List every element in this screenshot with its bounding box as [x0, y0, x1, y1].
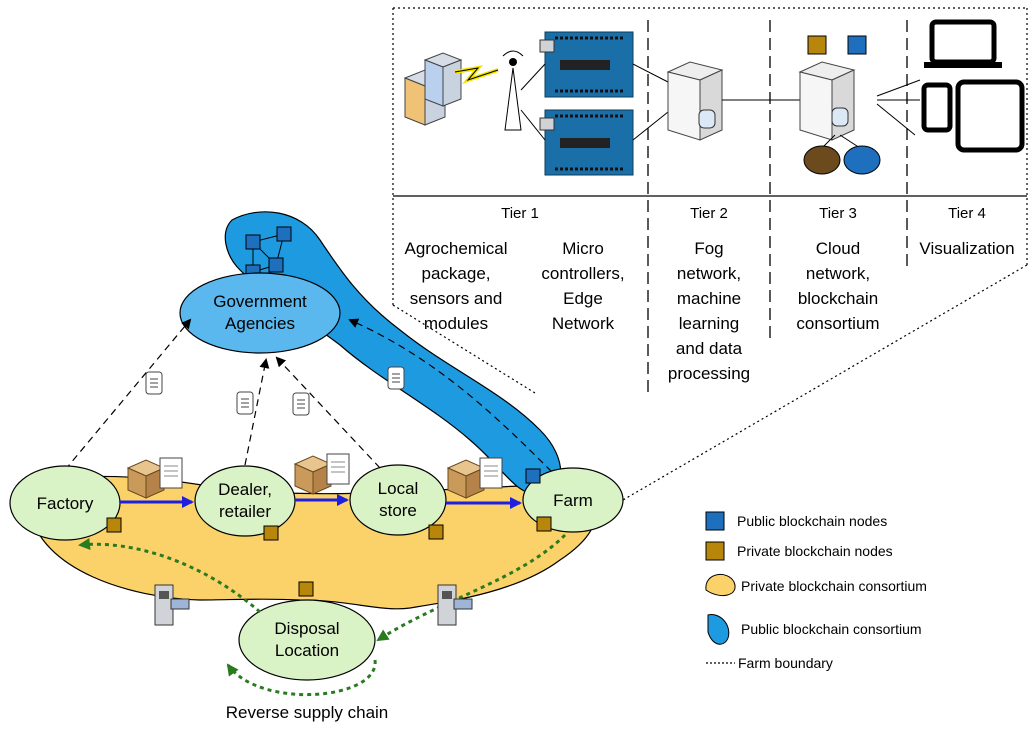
fog-server-icon — [632, 61, 724, 141]
reverse-flow-arrows — [78, 533, 567, 697]
legend-farm-boundary-label: Farm boundary — [738, 655, 833, 671]
tier1-hardware — [403, 31, 634, 176]
scroll-icon — [236, 391, 254, 415]
document-icons — [145, 366, 405, 416]
tier2-title: Tier 2 — [690, 205, 728, 222]
disposal-label-1: Disposal — [274, 619, 339, 638]
government-agencies-node[interactable] — [179, 272, 341, 354]
scroll-icon — [292, 392, 310, 416]
tier1-col-a-line: Agrochemical — [405, 239, 508, 258]
bin-icon — [154, 584, 190, 626]
reverse-supply-chain-caption: Reverse supply chain — [226, 703, 389, 722]
reporting-arrows — [64, 318, 561, 481]
bin-icon — [437, 584, 473, 626]
tier4-title: Tier 4 — [948, 205, 986, 222]
government-label-2: Agencies — [225, 314, 295, 333]
tier3-line: consortium — [796, 314, 879, 333]
legend-private-node-swatch — [705, 541, 725, 561]
tier2-line: Fog — [694, 239, 723, 258]
antenna-icon — [502, 50, 524, 131]
disposal-location-node[interactable] — [238, 599, 376, 681]
tier1-col-a-line: sensors and — [410, 289, 503, 308]
sensor-boxes-icon — [403, 52, 463, 126]
legend-public-consortium-swatch — [707, 614, 730, 645]
local-store-label-1: Local — [378, 479, 419, 498]
legend-public-consortium-label: Public blockchain consortium — [741, 621, 922, 637]
farm-label: Farm — [553, 491, 593, 510]
tier-dividers — [647, 20, 908, 395]
tier3-line: network, — [806, 264, 870, 283]
dealer-node[interactable] — [194, 465, 296, 537]
farm-public-node — [525, 468, 541, 484]
tier1-col-b-line: Edge — [563, 289, 603, 308]
tier2-line: and data — [676, 339, 743, 358]
factory-label: Factory — [37, 494, 94, 513]
package-icon — [126, 457, 183, 499]
devices-icon — [921, 19, 1025, 153]
tier3-title: Tier 3 — [819, 205, 857, 222]
scroll-icon — [387, 366, 405, 390]
scroll-icon — [145, 371, 163, 395]
tier3-line: Cloud — [816, 239, 860, 258]
tier2-line: machine — [677, 289, 741, 308]
legend-private-consortium-swatch — [705, 574, 736, 597]
tier-labels: Tier 1 Tier 2 Tier 3 Tier 4 Agrochemical… — [405, 205, 1015, 383]
legend-public-nodes-label: Public blockchain nodes — [737, 513, 887, 529]
local-store-node[interactable] — [349, 464, 447, 536]
farm-node[interactable] — [522, 467, 624, 533]
private-node-markers — [106, 516, 552, 597]
dealer-label-1: Dealer, — [218, 480, 272, 499]
local-store-label-2: store — [379, 501, 417, 520]
microcontroller-board-icon — [539, 109, 634, 176]
tier2-line: processing — [668, 364, 750, 383]
recycle-bin-icons — [154, 584, 473, 626]
package-icon — [293, 453, 350, 495]
dealer-label-2: retailer — [219, 502, 271, 521]
package-icon — [446, 457, 503, 499]
cloud-server-icon — [798, 35, 881, 175]
tier1-col-b-line: controllers, — [541, 264, 624, 283]
legend-public-node-swatch — [705, 511, 725, 531]
microcontroller-board-icon — [539, 31, 634, 98]
tier1-col-a-line: package, — [422, 264, 491, 283]
legend-private-nodes-label: Private blockchain nodes — [737, 543, 893, 559]
tier2-line: learning — [679, 314, 740, 333]
farm-boundary-callout — [392, 7, 1028, 501]
tier1-col-b-line: Network — [552, 314, 615, 333]
forward-flow-arrows — [120, 494, 522, 509]
legend: Public blockchain nodes Private blockcha… — [705, 511, 927, 671]
shipment-icons — [126, 453, 503, 499]
tier1-title: Tier 1 — [501, 205, 539, 222]
tier2-line: network, — [677, 264, 741, 283]
tier1-col-b-line: Micro — [562, 239, 604, 258]
government-label-1: Government — [213, 292, 307, 311]
disposal-label-2: Location — [275, 641, 339, 660]
legend-private-consortium-label: Private blockchain consortium — [741, 578, 927, 594]
tier1-col-a-line: modules — [424, 314, 488, 333]
tier3-line: blockchain — [798, 289, 878, 308]
tier4-line: Visualization — [919, 239, 1014, 258]
